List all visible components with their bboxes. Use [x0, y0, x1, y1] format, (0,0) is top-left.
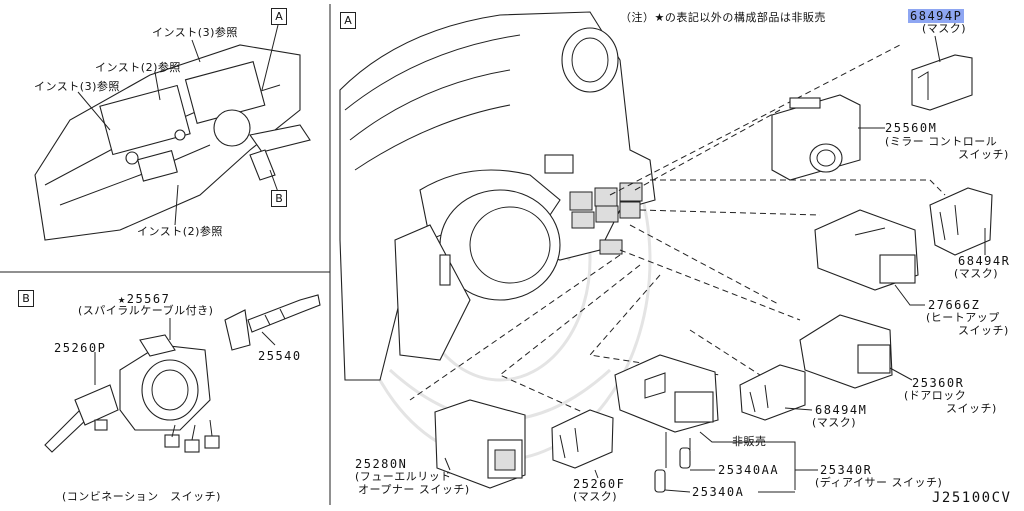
label-68494m-desc: (マスク)	[812, 416, 857, 429]
label-25280n: 25280N	[355, 457, 408, 471]
label-25560m-desc1: (ミラー コントロール	[885, 135, 998, 148]
label-25567: ★25567	[118, 292, 171, 306]
label-25260f-desc: (マスク)	[573, 490, 618, 503]
label-68494p: 68494P	[908, 9, 965, 23]
dashboard-overview-drawing	[34, 44, 311, 241]
label-25280n-desc2: オープナー スイッチ)	[358, 483, 470, 496]
section-box-a-ref: A	[271, 8, 287, 25]
label-25340r-desc: (ディアイサー スイッチ)	[815, 476, 943, 489]
label-25360r: 25360R	[912, 376, 965, 390]
label-25260p: 25260P	[54, 341, 107, 355]
label-68494r: 68494R	[958, 254, 1011, 268]
label-25540: 25540	[258, 349, 302, 363]
label-25560m-desc2: スイッチ)	[958, 148, 1009, 161]
label-inst3-top: インスト(3)参照	[152, 26, 238, 39]
label-inst3-left: インスト(3)参照	[34, 80, 120, 93]
label-inst2-top: インスト(2)参照	[95, 61, 181, 74]
note-text: （注）★の表記以外の構成部品は非販売	[620, 11, 826, 24]
leader-lines	[444, 35, 986, 493]
detail-box-a: A	[340, 12, 356, 29]
label-inst2-bottom: インスト(2)参照	[137, 225, 223, 238]
label-25560m: 25560M	[885, 121, 938, 135]
label-25567-desc: (スパイラルケーブル付き)	[78, 304, 214, 317]
label-25260f: 25260F	[573, 477, 626, 491]
combination-switch-caption: (コンビネーション スイッチ)	[62, 490, 221, 503]
label-68494r-desc: (マスク)	[954, 267, 999, 280]
figure-code: J25100CV	[932, 490, 1012, 506]
label-68494m: 68494M	[815, 403, 868, 417]
dashed-guides	[409, 44, 946, 421]
dashboard-detail-drawing	[339, 11, 656, 381]
label-25340aa: 25340AA	[718, 463, 780, 477]
label-25280n-desc1: (フューエルリッド	[355, 470, 452, 483]
label-68494p-highlight: 68494P	[908, 9, 965, 23]
label-68494p-desc: (マスク)	[922, 22, 967, 35]
label-25360r-desc1: (ドアロック	[904, 389, 967, 402]
section-box-b-ref: B	[271, 190, 287, 207]
combination-switch-drawing	[44, 294, 321, 453]
label-25340a: 25340A	[692, 485, 745, 499]
label-27666z-desc1: (ヒートアップ	[926, 311, 1000, 324]
label-hihanbai: 非販売	[732, 435, 767, 448]
label-25360r-desc2: スイッチ)	[946, 402, 997, 415]
detail-box-b: B	[18, 290, 34, 307]
label-27666z: 27666Z	[928, 298, 981, 312]
part-drawings	[434, 54, 993, 493]
label-25340r: 25340R	[820, 463, 873, 477]
label-27666z-desc2: スイッチ)	[958, 324, 1009, 337]
